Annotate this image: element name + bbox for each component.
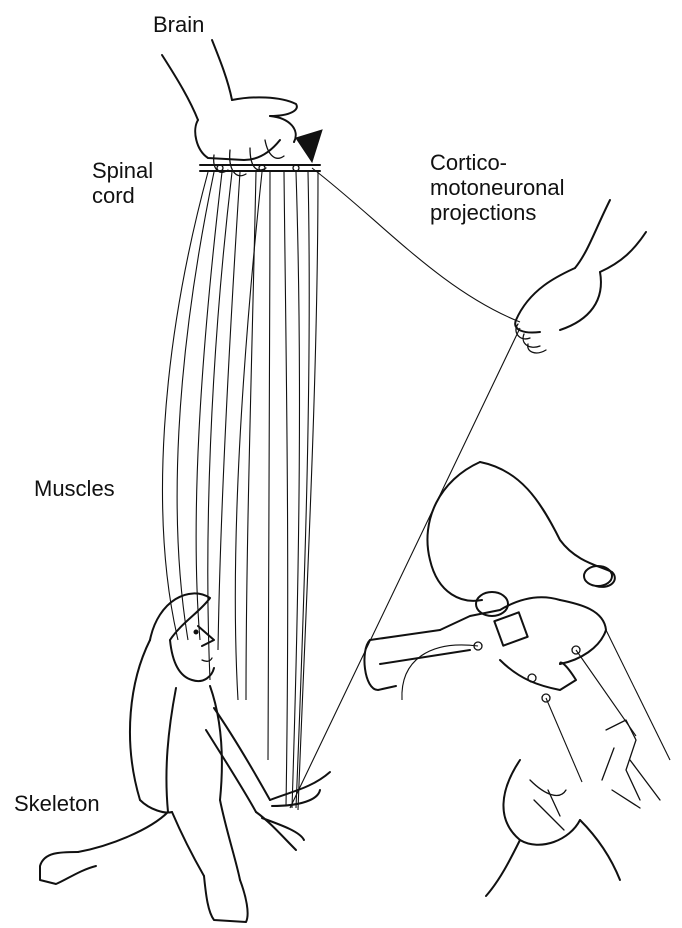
inset-marionette-control (364, 462, 670, 896)
label-corticomotoneuronal-line2: motoneuronal (430, 175, 565, 200)
label-corticomotoneuronal-line3: projections (430, 200, 536, 225)
label-brain: Brain (153, 12, 204, 37)
muscle-strings (163, 172, 318, 810)
label-corticomotoneuronal-line1: Cortico- (430, 150, 507, 175)
label-spinal-cord-line1: Spinal (92, 158, 153, 183)
label-spinal-cord-line2: cord (92, 183, 135, 208)
label-skeleton: Skeleton (14, 791, 100, 816)
brain-hand (162, 40, 297, 176)
spinal-cord-control-bar (200, 130, 322, 171)
label-muscles: Muscles (34, 476, 115, 501)
